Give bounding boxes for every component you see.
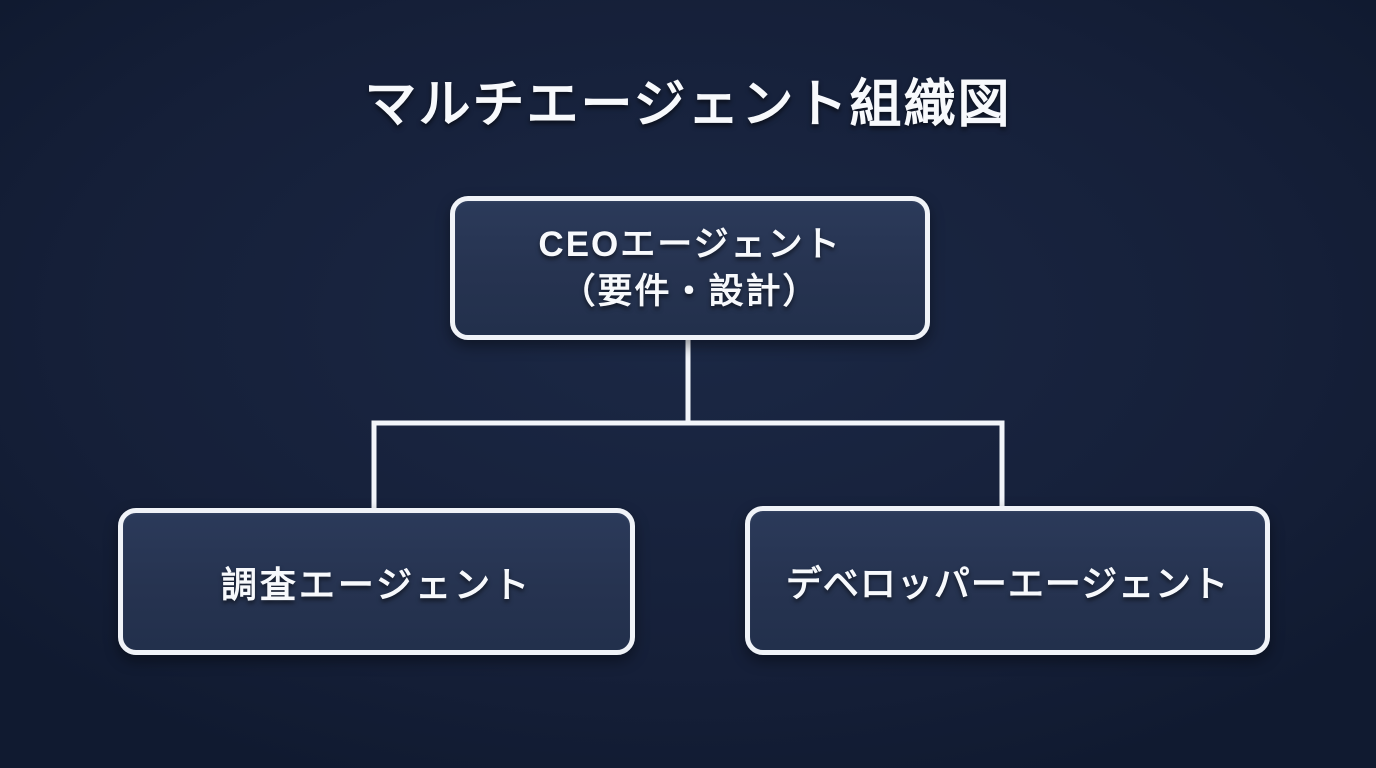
org-node-research-agent: 調査エージェント xyxy=(118,508,635,655)
org-node-ceo-label-line2: （要件・設計） xyxy=(560,272,820,311)
org-node-ceo-label-line1: CEOエージェント xyxy=(538,225,842,264)
connector-branch-bar xyxy=(371,420,1005,426)
org-node-research-label: 調査エージェント xyxy=(220,563,533,605)
org-node-developer-agent: デベロッパーエージェント xyxy=(745,506,1270,655)
page-title: マルチエージェント組織図 xyxy=(364,76,1012,134)
org-node-developer-label: デベロッパーエージェント xyxy=(785,562,1230,604)
org-node-ceo-agent: CEOエージェント （要件・設計） xyxy=(450,196,930,340)
